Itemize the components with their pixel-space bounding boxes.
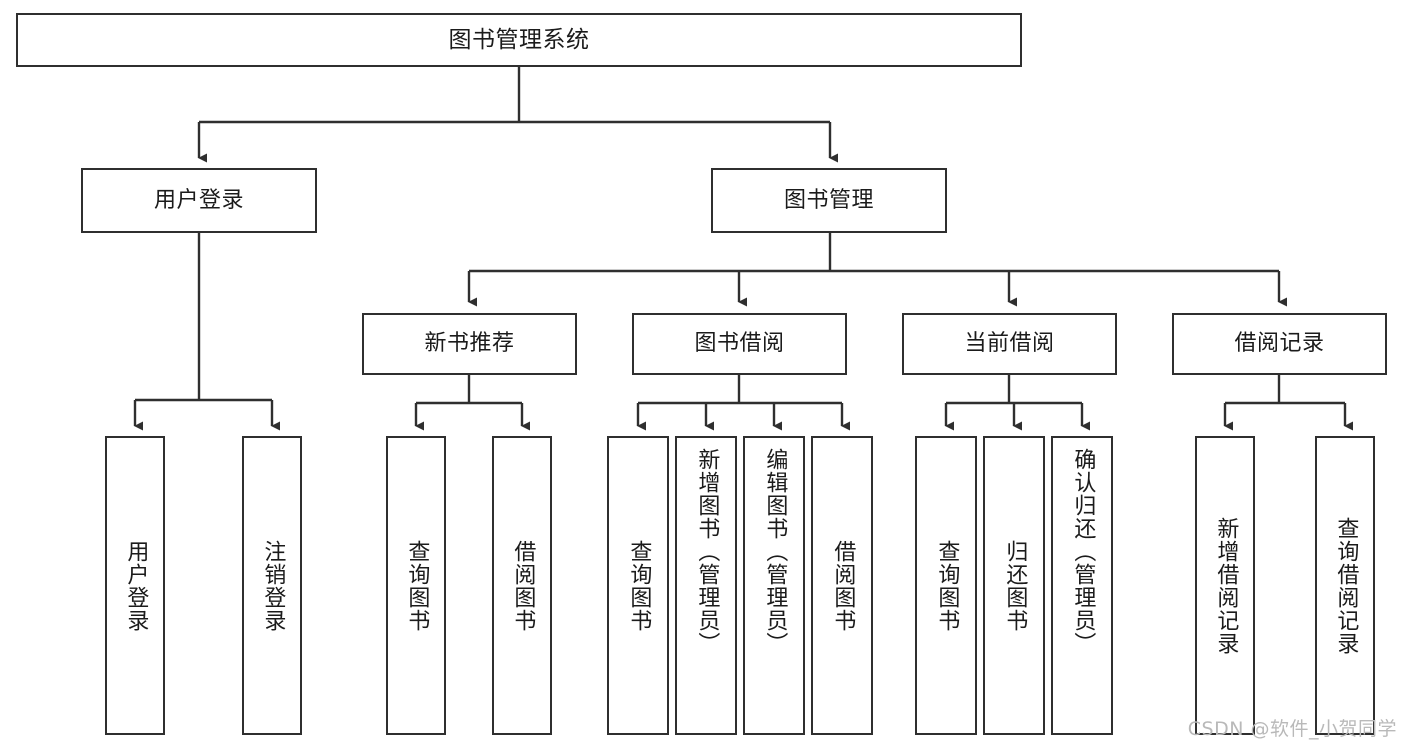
- leaf-query-borrow-record[interactable]: 查询借阅记录: [1315, 436, 1375, 735]
- node-new-book-recommend[interactable]: 新书推荐: [362, 313, 577, 375]
- leaf-borrow-book-newbook[interactable]: 借阅图书: [492, 436, 552, 735]
- node-label: 借阅图书: [510, 539, 536, 632]
- node-label: 归还图书: [1002, 539, 1028, 632]
- node-label: 编辑图书（管理员）: [762, 448, 788, 655]
- leaf-confirm-return-admin[interactable]: 确认归还（管理员）: [1051, 436, 1113, 735]
- leaf-query-book-borrow[interactable]: 查询图书: [607, 436, 669, 735]
- leaf-logout[interactable]: 注销登录: [242, 436, 302, 735]
- node-label: 图书借阅: [694, 331, 785, 357]
- node-label: 新书推荐: [424, 331, 515, 357]
- watermark-text: CSDN @软件_小贺同学: [1187, 718, 1397, 740]
- leaf-borrow-book[interactable]: 借阅图书: [811, 436, 873, 735]
- node-book-borrow[interactable]: 图书借阅: [632, 313, 847, 375]
- node-label: 查询图书: [934, 539, 960, 632]
- node-label: 用户登录: [153, 187, 244, 213]
- node-label: 当前借阅: [964, 331, 1055, 357]
- leaf-query-book-current[interactable]: 查询图书: [915, 436, 977, 735]
- node-user-login[interactable]: 用户登录: [81, 168, 317, 233]
- node-label: 确认归还（管理员）: [1070, 448, 1096, 655]
- node-root-system[interactable]: 图书管理系统: [16, 13, 1022, 67]
- leaf-add-book-admin[interactable]: 新增图书（管理员）: [675, 436, 737, 735]
- node-label: 图书管理系统: [448, 26, 590, 53]
- leaf-add-borrow-record[interactable]: 新增借阅记录: [1195, 436, 1255, 735]
- node-borrow-record[interactable]: 借阅记录: [1172, 313, 1387, 375]
- node-book-management[interactable]: 图书管理: [711, 168, 947, 233]
- node-label: 借阅记录: [1234, 331, 1325, 357]
- node-label: 查询借阅记录: [1333, 516, 1359, 655]
- node-label: 注销登录: [260, 539, 286, 632]
- node-current-borrow[interactable]: 当前借阅: [902, 313, 1117, 375]
- node-label: 新增图书（管理员）: [694, 448, 720, 655]
- node-label: 新增借阅记录: [1213, 516, 1239, 655]
- node-label: 查询图书: [626, 539, 652, 632]
- leaf-user-login[interactable]: 用户登录: [105, 436, 165, 735]
- node-label: 借阅图书: [830, 539, 856, 632]
- leaf-return-book[interactable]: 归还图书: [983, 436, 1045, 735]
- leaf-edit-book-admin[interactable]: 编辑图书（管理员）: [743, 436, 805, 735]
- node-label: 查询图书: [404, 539, 430, 632]
- node-label: 图书管理: [783, 187, 874, 213]
- node-label: 用户登录: [123, 539, 149, 632]
- leaf-query-book-newbook[interactable]: 查询图书: [386, 436, 446, 735]
